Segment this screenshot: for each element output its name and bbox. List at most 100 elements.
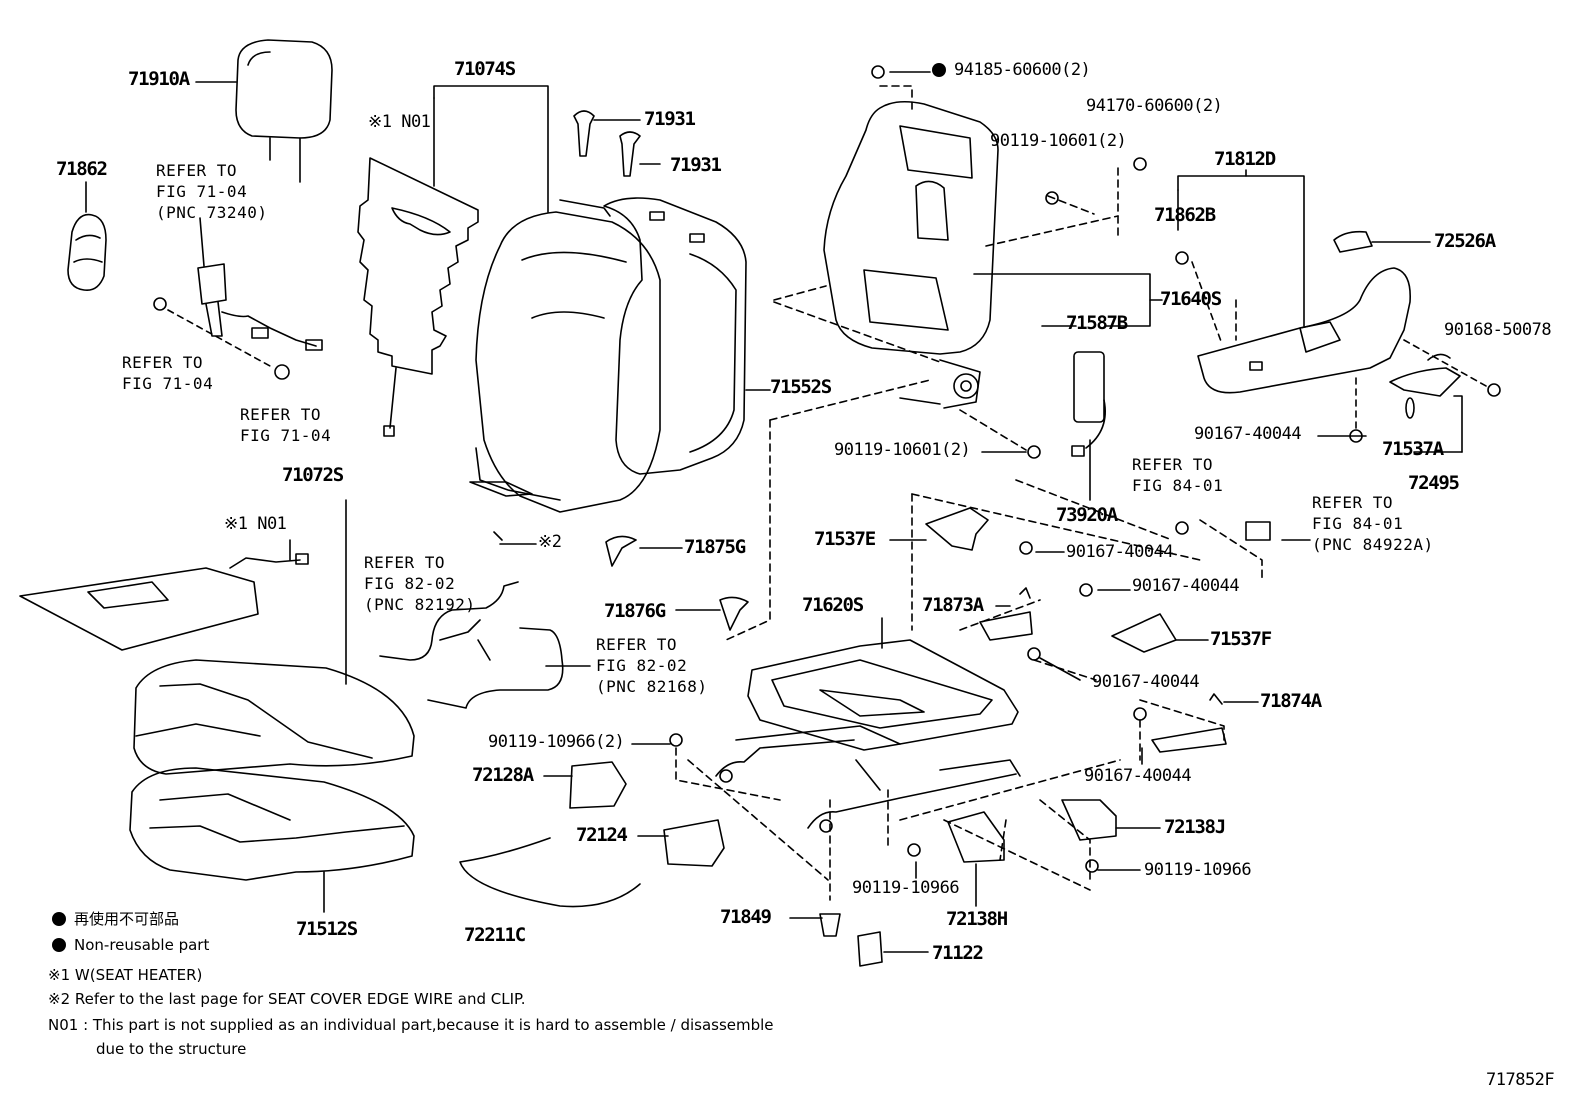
part-label-94170: 94170-60600(2) bbox=[1086, 96, 1223, 116]
part-label-90167-c: 90167-40044 bbox=[1132, 576, 1240, 596]
cushion-heater-drawing bbox=[19, 553, 309, 651]
part-label-71862b: 71862B bbox=[1154, 204, 1216, 226]
part-label-73920a: 73920A bbox=[1056, 504, 1118, 526]
refer-line: (PNC 73240) bbox=[156, 203, 268, 222]
refer-line: FIG 84-01 bbox=[1312, 514, 1404, 533]
part-label-71537a: 71537A bbox=[1382, 438, 1444, 460]
cushion-pad-drawing bbox=[133, 659, 415, 775]
refer-to-fig-84-01-pnc-84922a[interactable]: REFER TO FIG 84-01 (PNC 84922A) bbox=[1312, 492, 1434, 555]
part-label-71910a: 71910A bbox=[128, 68, 190, 90]
side-shield-drawing bbox=[1175, 230, 1501, 443]
refer-line: FIG 71-04 bbox=[156, 182, 248, 201]
part-label-71620s: 71620S bbox=[802, 594, 864, 616]
part-label-72526a: 72526A bbox=[1434, 230, 1496, 252]
part-label-90119-10966-b: 90119-10966 bbox=[852, 878, 960, 898]
wire-harness-drawing bbox=[379, 581, 564, 709]
note-n01-line1: N01 : This part is not supplied as an in… bbox=[48, 1016, 774, 1034]
part-label-71875g: 71875G bbox=[684, 536, 746, 558]
part-label-90119-10601-a: 90119-10601(2) bbox=[990, 131, 1127, 151]
note-seat-heater: ※1 W(SEAT HEATER) bbox=[48, 966, 203, 984]
legend-nonreusable-jp: 再使用不可部品 bbox=[52, 912, 179, 927]
refer-to-fig-82-02-pnc-82192[interactable]: REFER TO FIG 82-02 (PNC 82192) bbox=[364, 552, 475, 615]
part-label-n01-seatback: ※1 N01 bbox=[368, 112, 431, 132]
part-label-71537f: 71537F bbox=[1210, 628, 1272, 650]
refer-line: FIG 84-01 bbox=[1132, 476, 1224, 495]
seat-frame-drawing bbox=[715, 639, 1021, 833]
part-label-71874a: 71874A bbox=[1260, 690, 1322, 712]
seat-belt-buckle-drawing bbox=[153, 217, 323, 380]
part-label-n01-cushion: ※1 N01 bbox=[224, 514, 287, 534]
refer-line: (PNC 84922A) bbox=[1312, 535, 1434, 554]
part-label-71873a: 71873A bbox=[922, 594, 984, 616]
seatback-heater-drawing bbox=[357, 157, 479, 437]
note2-marker: ※2 bbox=[538, 532, 562, 552]
part-label-90167-b: 90167-40044 bbox=[1066, 542, 1174, 562]
clip-71931-drawing bbox=[573, 110, 661, 177]
part-label-90119-10966-2: 90119-10966(2) bbox=[488, 732, 625, 752]
refer-line: FIG 71-04 bbox=[122, 374, 214, 393]
cushion-drawing bbox=[129, 767, 415, 881]
leader-lines bbox=[85, 71, 1463, 953]
part-label-90168: 90168-50078 bbox=[1444, 320, 1552, 340]
refer-to-fig-84-01[interactable]: REFER TO FIG 84-01 bbox=[1132, 454, 1223, 496]
part-label-90119-10601-b: 90119-10601(2) bbox=[834, 440, 971, 460]
part-label-90119-10966-a: 90119-10966 bbox=[1144, 860, 1252, 880]
part-label-71931-b: 71931 bbox=[670, 154, 722, 176]
refer-line: FIG 82-02 bbox=[596, 656, 688, 675]
refer-line: (PNC 82168) bbox=[596, 677, 708, 696]
refer-line: REFER TO bbox=[1132, 455, 1214, 474]
part-label-72138j: 72138J bbox=[1164, 816, 1226, 838]
part-label-71537e: 71537E bbox=[814, 528, 876, 550]
part-label-71552s: 71552S bbox=[770, 376, 832, 398]
refer-line: REFER TO bbox=[240, 405, 322, 424]
part-label-94185: 94185-60600(2) bbox=[932, 60, 1091, 80]
refer-line: (PNC 82192) bbox=[364, 595, 476, 614]
non-reusable-dot-icon bbox=[52, 938, 66, 952]
refer-to-fig-82-02-pnc-82168[interactable]: REFER TO FIG 82-02 (PNC 82168) bbox=[596, 634, 707, 697]
note-n01-line2: due to the structure bbox=[96, 1040, 247, 1058]
refer-line: REFER TO bbox=[1312, 493, 1394, 512]
note-edge-wire: ※2 Refer to the last page for SEAT COVER… bbox=[48, 990, 526, 1008]
part-label-90167-e: 90167-40044 bbox=[1084, 766, 1192, 786]
refer-line: REFER TO bbox=[122, 353, 204, 372]
part-label-71862: 71862 bbox=[56, 158, 108, 180]
non-reusable-dot-icon bbox=[932, 63, 946, 77]
refer-line: REFER TO bbox=[364, 553, 446, 572]
part-label-71640s: 71640S bbox=[1160, 288, 1222, 310]
part-label-72138h: 72138H bbox=[946, 908, 1008, 930]
part-number-94185: 94185-60600(2) bbox=[954, 60, 1091, 80]
non-reusable-dot-icon bbox=[52, 912, 66, 926]
part-label-90167-d: 90167-40044 bbox=[1092, 672, 1200, 692]
part-label-71849: 71849 bbox=[720, 906, 772, 928]
refer-line: FIG 82-02 bbox=[364, 574, 456, 593]
part-label-90167-a: 90167-40044 bbox=[1194, 424, 1302, 444]
part-label-72124: 72124 bbox=[576, 824, 628, 846]
refer-line: FIG 71-04 bbox=[240, 426, 332, 445]
part-label-71072s: 71072S bbox=[282, 464, 344, 486]
part-label-71931-a: 71931 bbox=[644, 108, 696, 130]
refer-line: REFER TO bbox=[156, 161, 238, 180]
refer-to-fig-71-04-b[interactable]: REFER TO FIG 71-04 bbox=[240, 404, 331, 446]
part-label-72211c: 72211C bbox=[464, 924, 526, 946]
part-label-72128a: 72128A bbox=[472, 764, 534, 786]
part-label-71876g: 71876G bbox=[604, 600, 666, 622]
dashed-assembly-lines bbox=[675, 85, 1263, 901]
side-airbag-drawing bbox=[1071, 351, 1106, 457]
part-label-71512s: 71512S bbox=[296, 918, 358, 940]
legend-text: 再使用不可部品 bbox=[74, 910, 180, 928]
figure-id: 717852F bbox=[1486, 1070, 1555, 1090]
refer-to-fig-71-04-pnc-73240[interactable]: REFER TO FIG 71-04 (PNC 73240) bbox=[156, 160, 267, 223]
headrest-cover-drawing bbox=[67, 213, 107, 292]
part-label-71812d: 71812D bbox=[1214, 148, 1276, 170]
refer-to-fig-71-04-a[interactable]: REFER TO FIG 71-04 bbox=[122, 352, 213, 394]
headrest-drawing bbox=[235, 39, 333, 183]
seatback-cover-drawing bbox=[469, 199, 661, 513]
seatback-panel-drawing bbox=[603, 197, 771, 475]
part-label-72495: 72495 bbox=[1408, 472, 1460, 494]
part-label-71587b: 71587B bbox=[1066, 312, 1128, 334]
legend-text: Non-reusable part bbox=[74, 936, 210, 954]
legend-nonreusable-en: Non-reusable part bbox=[52, 938, 209, 953]
seatback-frame-drawing bbox=[823, 100, 999, 409]
